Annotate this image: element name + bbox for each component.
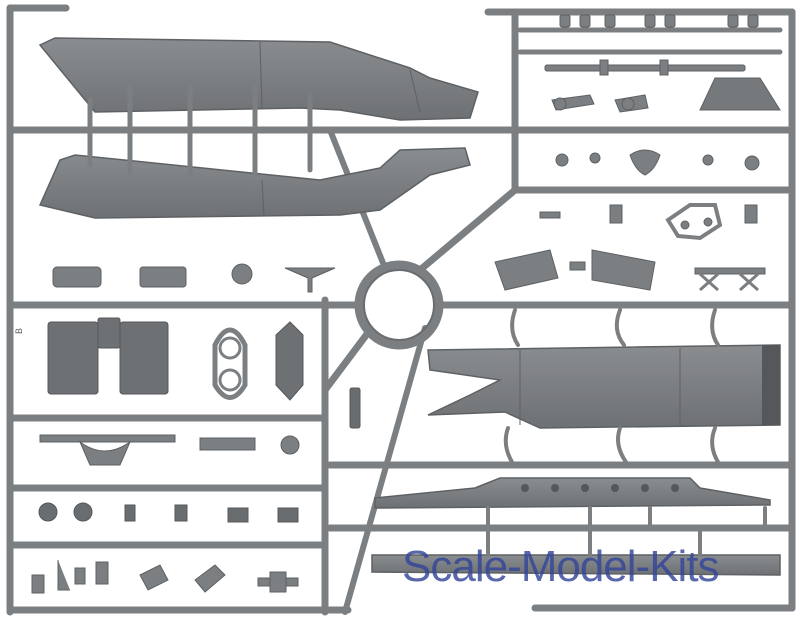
small-parts-top-right [544,14,781,113]
drive-wheel-sprue [212,327,248,400]
suspension-parts-right [539,149,760,241]
hull-side-plate-lower [38,147,471,219]
small-parts-bottom-left [31,560,299,594]
small-shaft [349,387,361,429]
round-knobs [38,502,299,523]
hull-floor-plate [427,344,781,429]
track-guard-lower [371,554,781,576]
sprue-letter-badge: B [14,328,24,335]
center-ring [354,260,444,350]
engine-blocks [47,317,169,395]
hull-side-plate-upper [38,37,479,121]
hull-gates [87,82,313,178]
fenders [494,249,766,292]
mid-left-parts [52,263,336,293]
armor-plate-small [275,321,304,401]
frame-runners [6,4,796,616]
leaf-springs [39,434,300,466]
track-guard [374,477,771,509]
lower-gates [486,506,767,557]
watermark-text: Scale-Model-Kits [402,542,720,591]
floor-gates [503,308,720,464]
